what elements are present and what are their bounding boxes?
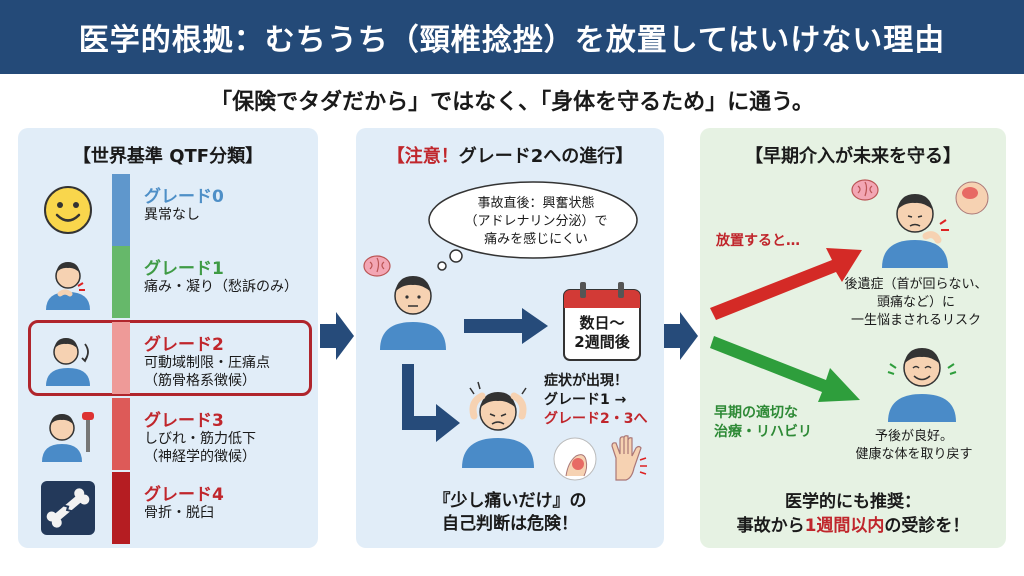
panel-arrow-1: [320, 310, 356, 362]
neck-pain-person-icon: [40, 254, 96, 310]
recommendation-pre: 事故から: [736, 516, 805, 536]
grade-3-desc-line2: （神経学的徴候）: [144, 449, 256, 465]
grade-0-bar: [112, 174, 130, 246]
medical-recommendation: 医学的にも推奨： 事故から1週間以内の受診を！: [700, 490, 1006, 538]
bad-outcome-text: 後遺症（首が回らない、 頭痛など）に 一生悩まされるリスク: [828, 276, 1004, 330]
grade-1-bar: [112, 246, 130, 318]
reflex-hammer-person-icon: [40, 406, 96, 462]
calendar-icon: [562, 280, 642, 362]
good-outcome-line-1: 予後が良好。: [874, 429, 953, 444]
grade-3-name: グレード3: [144, 411, 224, 431]
symptom-line-3: グレード2・3へ: [544, 411, 648, 427]
grade-3-bar: [112, 398, 130, 470]
progression-title-rest: グレード2への進行】: [458, 146, 634, 167]
headache-person-icon: [456, 376, 540, 468]
grade-4-row: グレード4 骨折・脱臼: [18, 472, 318, 544]
good-outcome-arrow: [708, 334, 864, 410]
thought-cloud: [422, 174, 644, 274]
grade-4-name: グレード4: [144, 485, 224, 505]
progression-panel-title: 【注意！グレード2への進行】: [356, 142, 664, 168]
qtf-panel-title: 【世界基準 QTF分類】: [72, 146, 264, 167]
intervention-panel: 【早期介入が未来を守る】 放置すると… 後遺症（首が回らない、 頭痛など）に 一…: [700, 128, 1006, 548]
brain-icon: [362, 254, 392, 278]
treatment-line-2: 治療・リハビリ: [714, 424, 812, 440]
grade-4-bar: [112, 472, 130, 544]
thought-line-2: （アドレナリン分泌）で: [464, 214, 608, 229]
grade-2-desc-line2: （筋骨格系徴候）: [144, 373, 256, 389]
self-judgement-warning: 『少し痛いだけ』の 自己判断は危険！: [356, 490, 664, 536]
down-right-arrow-icon: [402, 364, 462, 442]
healthy-person-icon: [882, 338, 962, 422]
time-arrow-icon: [464, 308, 550, 344]
grade-3-desc: しびれ・筋力低下 （神経学的徴候）: [144, 430, 256, 466]
progression-title-alert: 【注意！: [386, 146, 459, 167]
bad-outcome-line-3: 一生悩まされるリスク: [850, 313, 981, 328]
calendar-text: 数日〜 2週間後: [562, 314, 642, 352]
grade-2-name: グレード2: [144, 335, 224, 355]
grade-3-desc-line1: しびれ・筋力低下: [144, 431, 256, 447]
bad-outcome-arrow: [706, 240, 866, 322]
treatment-label: 早期の適切な 治療・リハビリ: [714, 404, 812, 442]
title-banner: 医学的根拠：むちうち（頸椎捻挫）を放置してはいけない理由: [0, 0, 1024, 74]
symptom-text: 症状が出現！ グレード1 → グレード2・3へ: [544, 372, 647, 429]
recommendation-line-1: 医学的にも推奨：: [785, 492, 921, 512]
grade-1-row: グレード1 痛み・凝り（愁訴のみ）: [18, 246, 318, 318]
grade-2-desc-line1: 可動域制限・圧痛点: [144, 355, 270, 371]
grade-2-desc: 可動域制限・圧痛点 （筋骨格系徴候）: [144, 354, 270, 390]
good-outcome-line-2: 健康な体を取り戻す: [855, 447, 973, 462]
smiley-icon: [40, 182, 96, 238]
page-title: 医学的根拠：むちうち（頸椎捻挫）を放置してはいけない理由: [78, 23, 946, 58]
recommendation-post: の受診を！: [884, 516, 970, 536]
grade-1-name: グレード1: [144, 259, 224, 279]
neck-rotation-person-icon: [40, 330, 96, 386]
progression-panel: 【注意！グレード2への進行】 事故直後：興奮状態 （アドレナリン分泌）で 痛みを…: [356, 128, 664, 548]
grade-0-name: グレード0: [144, 187, 224, 207]
grade-2-bar: [112, 322, 130, 394]
bad-outcome-line-2: 頭痛など）に: [876, 295, 955, 310]
good-outcome-text: 予後が良好。 健康な体を取り戻す: [824, 428, 1004, 464]
page-subtitle: 「保険でタダだから」ではなく、「身体を守るため」に通う。: [210, 90, 814, 115]
warning-line-1: 『少し痛いだけ』の: [433, 491, 587, 511]
fracture-bone-icon: [40, 480, 96, 536]
warning-line-2: 自己判断は危険！: [442, 514, 578, 534]
thought-line-1: 事故直後：興奮状態: [477, 196, 595, 211]
grade-1-desc: 痛み・凝り（愁訴のみ）: [144, 279, 298, 295]
brain-icon-2: [850, 178, 880, 202]
intervention-panel-title: 【早期介入が未来を守る】: [745, 146, 961, 167]
headache-head-icon: [952, 180, 992, 216]
grade-2-highlight-box: [28, 320, 312, 396]
recommendation-highlight: 1週間以内: [804, 516, 885, 536]
calendar-line-1: 数日〜: [579, 314, 625, 332]
neck-red-icon: [552, 436, 598, 482]
neck-pain-person-icon-2: [878, 184, 952, 268]
symptom-line-1: 症状が出現！: [544, 373, 628, 389]
grade-0-row: グレード0 異常なし: [18, 174, 318, 246]
calm-person-icon: [376, 266, 450, 350]
treatment-line-1: 早期の適切な: [714, 405, 798, 421]
grade-3-row: グレード3 しびれ・筋力低下 （神経学的徴候）: [18, 398, 318, 470]
neglect-label: 放置すると…: [716, 233, 800, 249]
thought-text: 事故直後：興奮状態 （アドレナリン分泌）で 痛みを感じにくい: [456, 195, 616, 249]
hand-numbness-icon: [604, 434, 650, 482]
panel-arrow-2: [664, 310, 700, 362]
grade-2-row: グレード2 可動域制限・圧痛点 （筋骨格系徴候）: [18, 322, 318, 394]
grade-4-desc: 骨折・脱臼: [144, 505, 214, 521]
grade-0-desc: 異常なし: [144, 207, 200, 223]
qtf-panel: 【世界基準 QTF分類】 グレード0 異常なし グレード1 痛み・凝り（愁訴のみ…: [18, 128, 318, 548]
bad-outcome-line-1: 後遺症（首が回らない、: [844, 277, 988, 292]
calendar-line-2: 2週間後: [574, 333, 630, 351]
thought-line-3: 痛みを感じにくい: [484, 232, 588, 247]
symptom-line-2: グレード1 →: [544, 392, 627, 408]
